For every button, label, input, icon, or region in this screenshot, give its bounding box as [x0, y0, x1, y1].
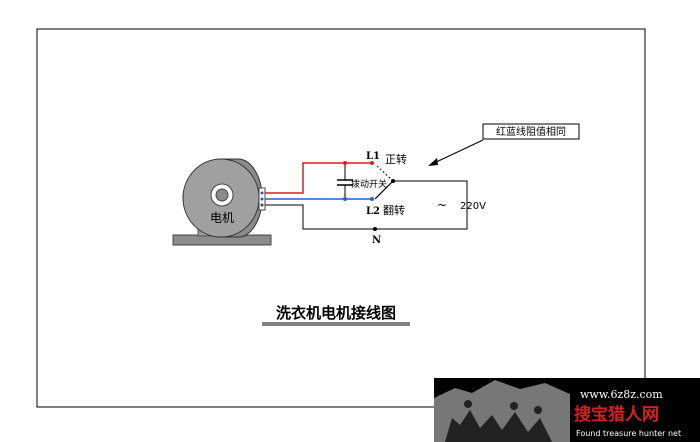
voltage-label: 220V	[460, 201, 486, 212]
switch-label: 拨动开关	[351, 178, 387, 190]
motor-label: 电机	[210, 211, 234, 225]
ac-symbol: ~	[437, 198, 447, 212]
diagram-frame	[36, 28, 646, 408]
l1-label: L1	[366, 151, 380, 162]
contact-l1	[370, 161, 374, 165]
watermark-figures	[445, 410, 552, 442]
callout-box	[482, 123, 580, 140]
contact-l2	[370, 197, 374, 201]
switch-alt-position	[376, 165, 394, 182]
callout-arrowhead	[428, 158, 438, 166]
reverse-label: 翻转	[383, 203, 405, 217]
motor: 电机	[172, 158, 272, 246]
watermark-brand-en: Found treasure hunter net	[576, 429, 681, 438]
callout: 红蓝线阻值相同	[428, 123, 580, 166]
red-wire	[265, 162, 372, 194]
watermark: www.6z8z.com 搜宝猎人网 Found treasure hunter…	[434, 378, 700, 442]
callout-text: 红蓝线阻值相同	[496, 125, 566, 138]
contact-n	[373, 227, 377, 231]
diagram-title: 洗衣机电机接线图	[276, 304, 396, 322]
watermark-brand-cn: 搜宝猎人网	[574, 404, 659, 425]
forward-label: 正转	[385, 152, 407, 166]
l2-label: L2	[366, 206, 380, 217]
motor-shaft	[215, 188, 229, 202]
n-label: N	[372, 235, 381, 246]
capacitor	[337, 161, 353, 201]
switch-blade	[374, 180, 394, 200]
watermark-url: www.6z8z.com	[580, 388, 663, 401]
callout-leader	[431, 139, 484, 165]
